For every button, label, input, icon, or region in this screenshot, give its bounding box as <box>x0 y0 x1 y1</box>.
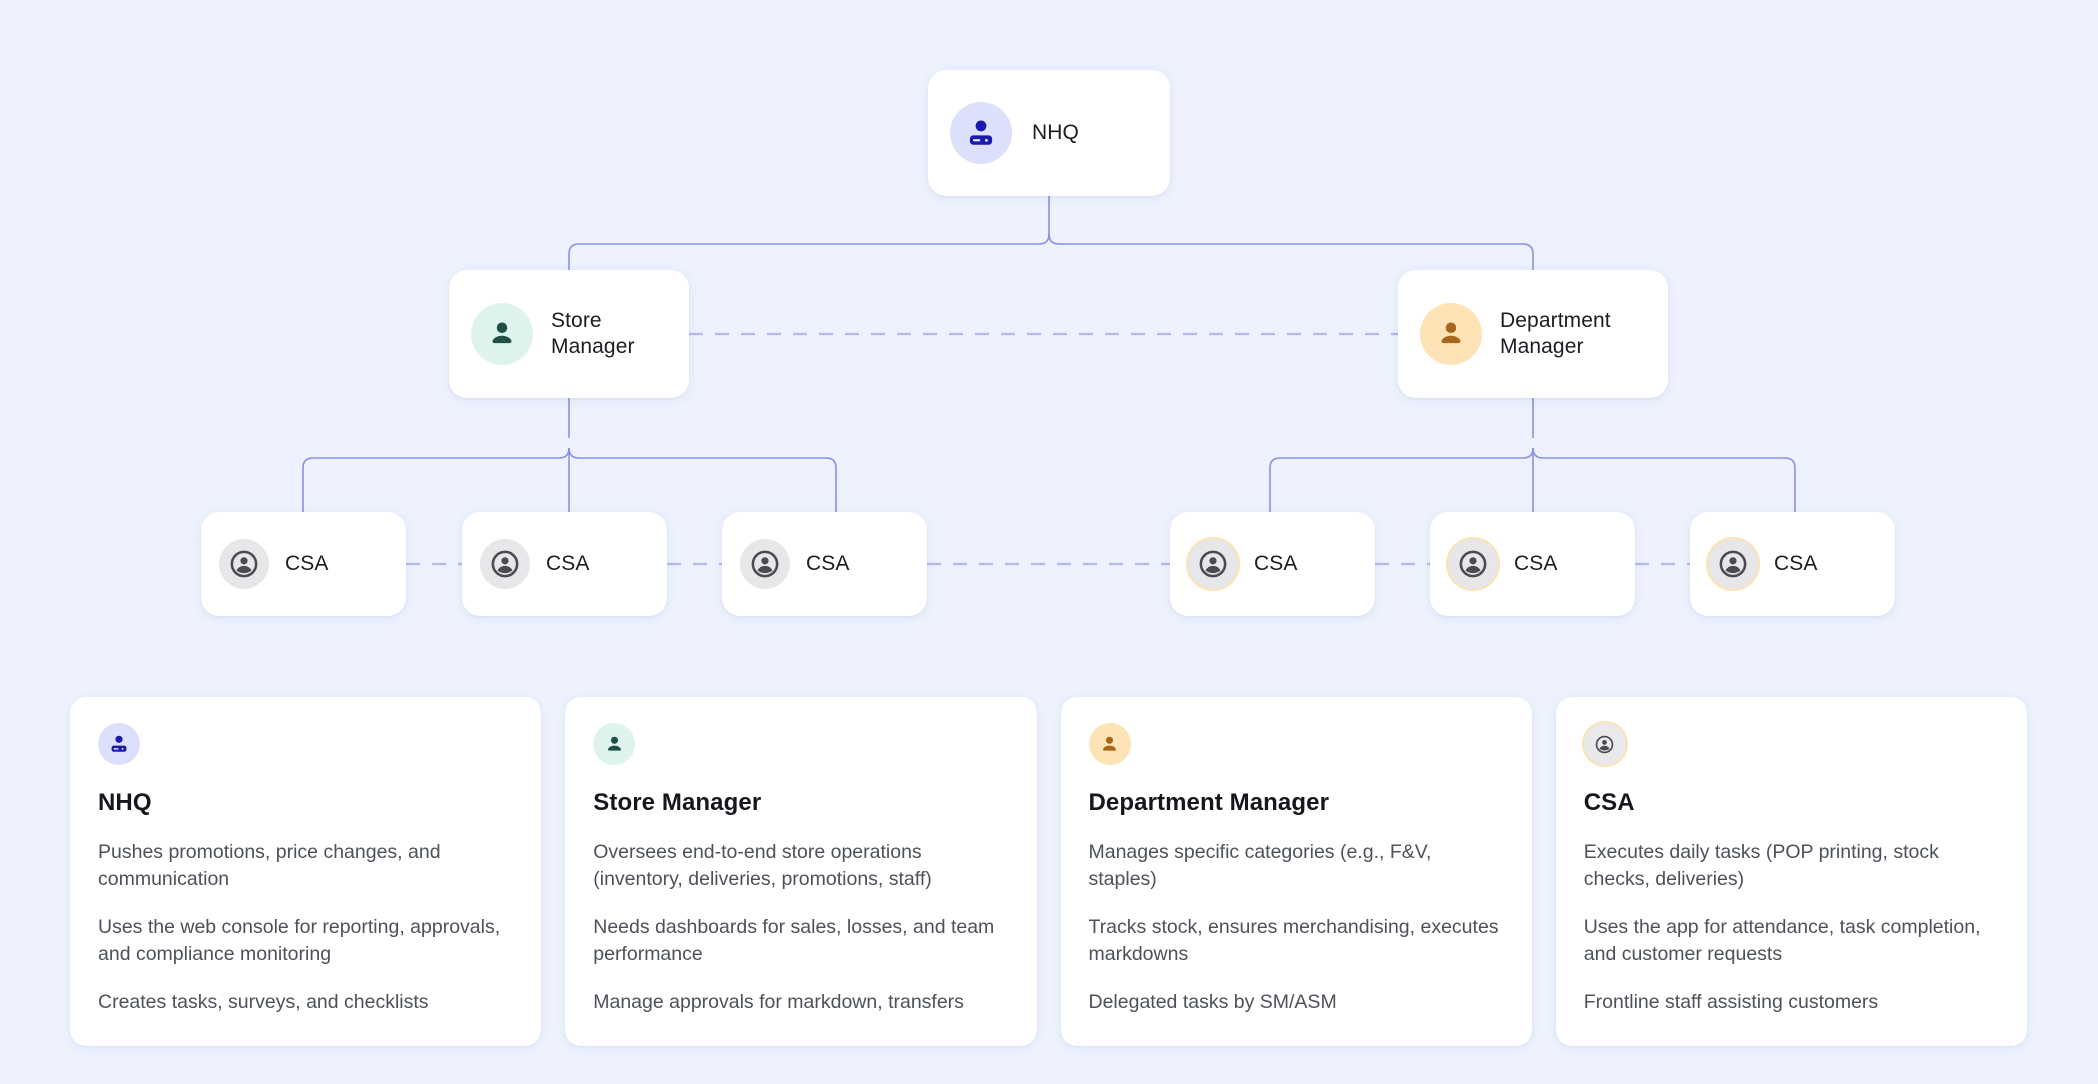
legend-card-nhq[interactable]: NHQ Pushes promotions, price changes, an… <box>70 697 542 1046</box>
connector-sm-to-csa-1 <box>302 447 570 512</box>
legend-bullets: Pushes promotions, price changes, and co… <box>98 839 513 1016</box>
person-badge-icon <box>950 102 1012 164</box>
account-circle-icon <box>219 539 269 589</box>
account-circle-icon <box>1583 723 1626 765</box>
legend-bullet: Uses the web console for reporting, appr… <box>98 915 501 965</box>
org-node-csa-6[interactable]: CSA <box>1690 512 1895 616</box>
legend-title: NHQ <box>98 789 152 816</box>
person-icon <box>593 723 636 765</box>
legend-card-department-manager[interactable]: Department Manager Manages specific cate… <box>1060 697 1532 1046</box>
org-node-csa-3[interactable]: CSA <box>722 512 927 616</box>
legend-bullet: Executes daily tasks (POP printing, stoc… <box>1583 841 1939 890</box>
org-node-nhq[interactable]: NHQ <box>928 70 1170 196</box>
legend-bullet: Delegated tasks by SM/ASM <box>1088 990 1337 1013</box>
legend-bullet: Needs dashboards for sales, losses, and … <box>593 915 995 965</box>
legend-card-store-manager[interactable]: Store Manager Oversees end-to-end store … <box>565 697 1037 1046</box>
legend-title: Department Manager <box>1088 789 1330 816</box>
org-node-label: NHQ <box>1032 121 1079 145</box>
account-circle-icon <box>740 539 790 589</box>
org-node-department-manager[interactable]: Department Manager <box>1398 270 1668 398</box>
legend-title: Store Manager <box>593 789 762 816</box>
legend-bullet: Frontline staff assisting customers <box>1583 990 1879 1013</box>
connector-sm-to-csa-3 <box>568 447 837 512</box>
legend-bullets: Oversees end-to-end store operations (in… <box>593 839 1008 1016</box>
legend-bullet: Manage approvals for markdown, transfers <box>593 990 964 1013</box>
person-icon <box>471 303 533 365</box>
org-node-csa-5[interactable]: CSA <box>1430 512 1635 616</box>
account-circle-icon <box>1188 539 1238 589</box>
org-node-csa-2[interactable]: CSA <box>462 512 667 616</box>
connector-nhq-to-department-manager <box>1048 233 1534 270</box>
legend-bullet: Tracks stock, ensures merchandising, exe… <box>1088 915 1499 965</box>
legend-bullet: Oversees end-to-end store operations (in… <box>593 841 932 890</box>
connector-dm-to-csa-6 <box>1532 447 1796 512</box>
org-node-label: Department Manager <box>1500 309 1611 358</box>
org-node-label: CSA <box>546 552 590 576</box>
org-node-label: CSA <box>1774 552 1818 576</box>
legend-bullet: Uses the app for attendance, task comple… <box>1583 915 1981 965</box>
person-icon <box>1088 723 1131 765</box>
account-circle-icon <box>480 539 530 589</box>
org-node-label: Store Manager <box>551 309 635 358</box>
legend-card-csa[interactable]: CSA Executes daily tasks (POP printing, … <box>1555 697 2027 1046</box>
account-circle-icon <box>1448 539 1498 589</box>
org-node-label: CSA <box>1254 552 1298 576</box>
person-icon <box>1420 303 1482 365</box>
role-legend: NHQ Pushes promotions, price changes, an… <box>70 697 2027 1046</box>
org-node-label: CSA <box>285 552 329 576</box>
legend-bullets: Manages specific categories (e.g., F&V, … <box>1089 839 1504 1016</box>
org-node-label: CSA <box>1514 552 1558 576</box>
connector-nhq-to-store-manager <box>568 233 1050 270</box>
legend-title: CSA <box>1583 789 1635 816</box>
legend-bullet: Pushes promotions, price changes, and co… <box>98 841 441 890</box>
legend-bullets: Executes daily tasks (POP printing, stoc… <box>1584 839 1999 1016</box>
legend-bullet: Manages specific categories (e.g., F&V, … <box>1088 841 1432 890</box>
org-node-label: CSA <box>806 552 850 576</box>
account-circle-icon <box>1708 539 1758 589</box>
org-node-csa-1[interactable]: CSA <box>201 512 406 616</box>
org-node-store-manager[interactable]: Store Manager <box>449 270 689 398</box>
connector-dm-to-csa-4 <box>1269 447 1534 512</box>
person-badge-icon <box>98 723 140 765</box>
org-node-csa-4[interactable]: CSA <box>1170 512 1375 616</box>
legend-bullet: Creates tasks, surveys, and checklists <box>98 990 429 1013</box>
